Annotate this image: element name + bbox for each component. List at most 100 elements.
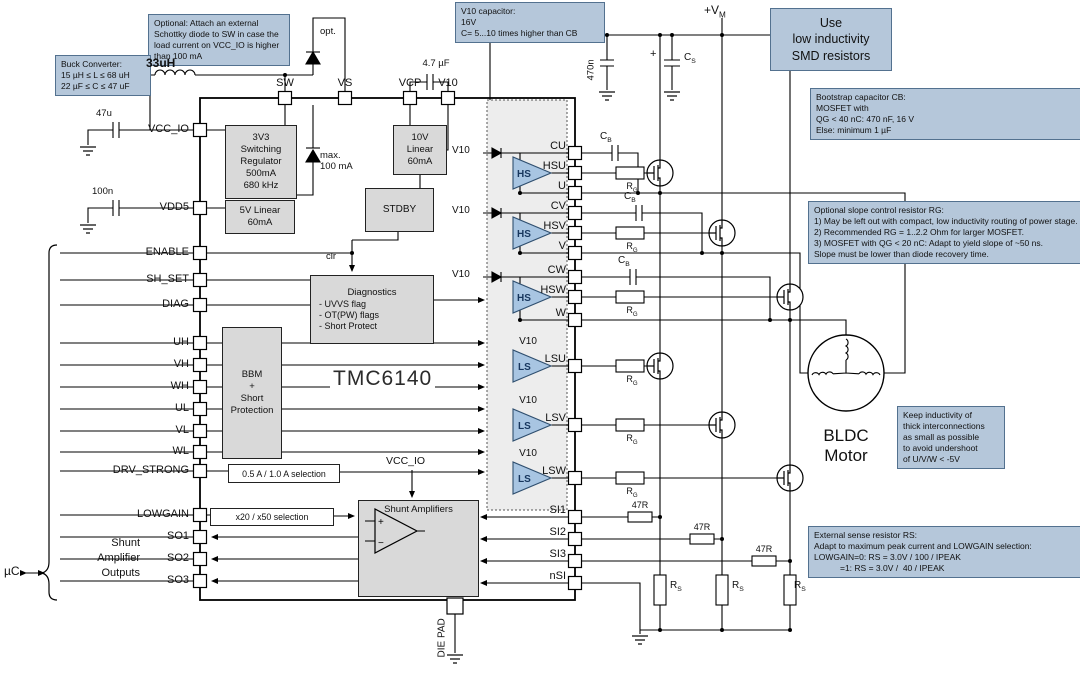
pin-label-so3: SO3 (166, 574, 189, 586)
cap-4u7-label: 4.7 µF (422, 58, 450, 69)
svg-text:+: + (378, 517, 384, 528)
cap-47u-label: 47u (96, 108, 112, 119)
lowgain-selection-box: x20 / x50 selection (210, 508, 334, 526)
pin-label-wl: WL (172, 445, 190, 457)
shunt-amplifiers-block: Shunt Amplifiers + − (358, 500, 479, 597)
mosfet-v-high-icon (708, 219, 736, 247)
pin-label-si1: SI1 (549, 504, 566, 516)
pin-label-v10: V10 (438, 77, 458, 89)
rs-label-w: RS (794, 580, 806, 593)
ls-driver-w-icon (512, 461, 553, 495)
pin-label-sw: SW (276, 77, 294, 89)
rg-label-hsv: RG (626, 241, 638, 254)
ground-icon (79, 146, 97, 156)
schottky-note: Optional: Attach an external Schottky di… (148, 14, 290, 67)
inductor-33uh-icon (154, 69, 196, 76)
hs-driver-w-icon (512, 280, 553, 314)
bbm-block: BBM + Short Protection (222, 327, 282, 459)
bootstrap-capacitor-note: Bootstrap capacitor CB: MOSFET with QG <… (810, 88, 1080, 141)
cap-100n-label: 100n (92, 186, 114, 197)
pin-label-u: U (558, 180, 566, 192)
chip-name: TMC6140 (330, 367, 436, 391)
pin-label-sh-set: SH_SET (146, 273, 189, 285)
cs-cap-label: CS (684, 52, 696, 65)
hs-driver-v-icon (512, 216, 553, 250)
svg-text:LS: LS (518, 362, 531, 373)
svg-text:HS: HS (517, 169, 531, 180)
r47-label-si2: 47R (693, 522, 711, 532)
microcontroller-label: µC (4, 564, 20, 578)
pin-label-lowgain: LOWGAIN (137, 508, 189, 520)
cap-470n-label: 470n (585, 59, 597, 81)
driver-labels: HS HS HS LS LS LS (517, 169, 531, 485)
ground-icon (631, 635, 649, 645)
pin-label-enable: ENABLE (145, 246, 189, 258)
ls-driver-v-icon (512, 408, 553, 442)
diagnostics-block: Diagnostics - UVVS flag - OT(PW) flags -… (310, 275, 434, 344)
rs-resistor-icons (653, 574, 797, 606)
diagnostics-items: - UVVS flag - OT(PW) flags - Short Prote… (319, 298, 379, 332)
rg-label-lsv: RG (626, 433, 638, 446)
pin-label-cw: CW (547, 264, 566, 276)
cap-47u-icon (87, 122, 193, 145)
mosfet-u-high-icon (646, 159, 674, 187)
v10-net-label-lsv: V10 (519, 395, 537, 406)
stdby-block: STDBY (365, 188, 434, 232)
reg-3v3-block: 3V3 Switching Regulator 500mA 680 kHz (225, 125, 297, 199)
shunt-amplifiers-title: Shunt Amplifiers (384, 504, 453, 515)
diagnostics-title: Diagnostics (347, 286, 397, 298)
rs-label-v: RS (732, 580, 744, 593)
ground-icon (598, 91, 616, 101)
pin-label-so2: SO2 (166, 552, 189, 564)
shunt-output-label: Shunt Amplifier Outputs (97, 537, 140, 579)
pin-label-v: V (558, 240, 566, 252)
pin-label-vh: VH (173, 358, 189, 370)
pin-label-vl: VL (175, 424, 189, 436)
cb-label-w: CB (618, 255, 630, 268)
v10-net-label-lsu: V10 (519, 336, 537, 347)
reg-10v-block: 10V Linear 60mA (393, 125, 447, 175)
junction-dots (283, 33, 792, 632)
die-pad-square (446, 597, 464, 615)
pin-label-si2: SI2 (549, 526, 566, 538)
pin-label-w: W (555, 307, 566, 319)
max-current-label: max. 100 mA (320, 150, 353, 173)
inductor-label: 33uH (146, 56, 176, 70)
v10-net-label-lsw: V10 (519, 448, 537, 459)
cb-label-u: CB (600, 131, 612, 144)
r47-label-si3: 47R (755, 544, 773, 554)
v10-capacitor-note: V10 capacitor: 16V C= 5...10 times highe… (455, 2, 605, 44)
svg-text:HS: HS (517, 229, 531, 240)
svg-text:HS: HS (517, 293, 531, 304)
pin-label-vcp: VCP (398, 77, 422, 89)
gate-driver-icons (512, 156, 553, 495)
pin-label-cv: CV (550, 200, 566, 212)
bldc-motor-label: BLDC Motor (823, 426, 869, 466)
cap-4u7-icon (426, 74, 434, 90)
pin-label-uh: UH (173, 336, 189, 348)
pin-label-vdd5: VDD5 (159, 201, 189, 213)
slope-resistor-note: Optional slope control resistor RG: 1) M… (808, 201, 1080, 265)
rg-label-lsu: RG (626, 374, 638, 387)
mosfet-v-low-icon (708, 411, 736, 439)
pin-label-cu: CU (550, 140, 566, 152)
clr-label: clr (326, 251, 337, 262)
pin-label-lsv: LSV (545, 412, 566, 424)
pin-label-diag: DIAG (162, 298, 189, 310)
pin-label-lsw: LSW (542, 465, 566, 477)
pin-label-vcc-io: VCC_IO (148, 123, 189, 135)
uc-brace-icon (39, 244, 58, 601)
ground-icon (663, 91, 681, 101)
pin-label-drv-strong: DRV_STRONG (112, 464, 189, 476)
rs-label-u: RS (670, 580, 682, 593)
pin-label-ul: UL (174, 402, 189, 414)
rg-label-lsw: RG (626, 486, 638, 499)
pin-label-hsv: HSV (543, 220, 566, 232)
buck-converter-note: Buck Converter: 15 µH ≤ L ≤ 68 uH 22 µF … (55, 55, 151, 97)
svg-text:−: − (378, 538, 384, 549)
opt-diode-label: opt. (320, 26, 336, 37)
cs-plus-label: + (650, 48, 657, 60)
v10-net-label-u: V10 (452, 145, 470, 156)
sense-resistor-note: External sense resistor RS: Adapt to max… (808, 526, 1080, 579)
